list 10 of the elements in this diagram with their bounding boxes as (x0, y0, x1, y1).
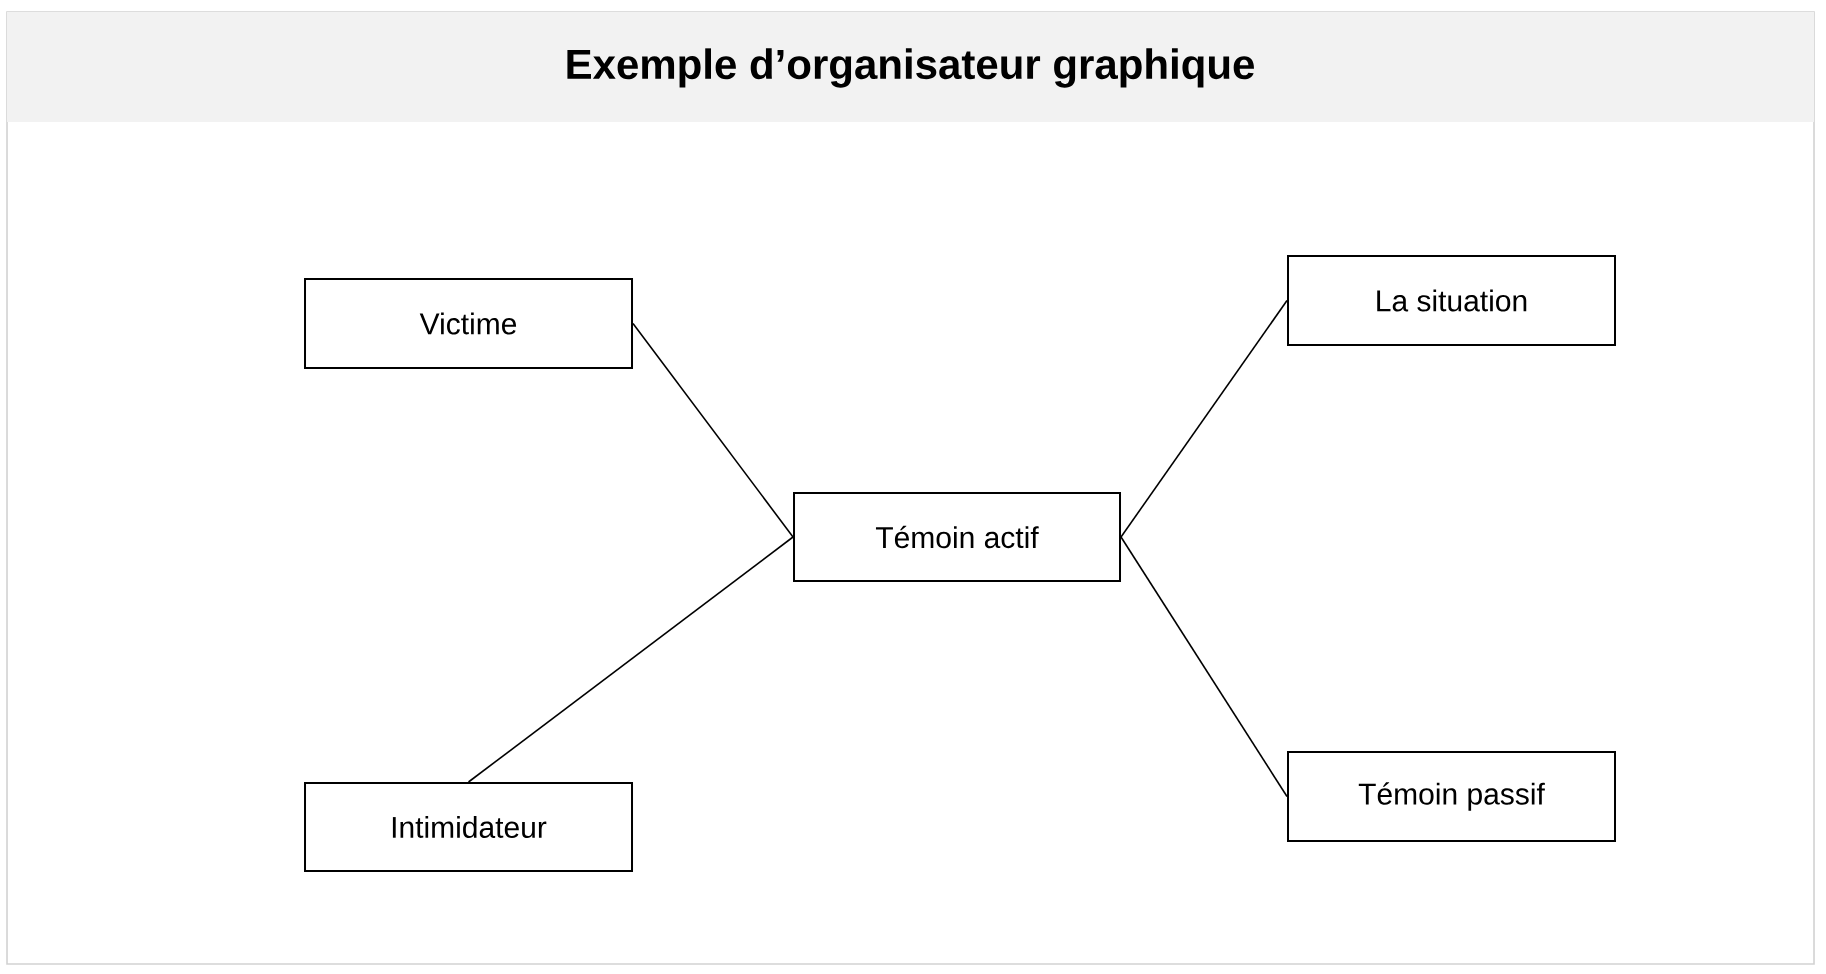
text-box: Victime (304, 278, 633, 369)
text-box: Témoin actif (793, 492, 1121, 582)
text-box: Intimidateur (304, 782, 633, 872)
title-band: Exemple d’organisateur graphique (7, 12, 1814, 122)
text-box: La situation (1287, 255, 1616, 346)
connector-line (1120, 536, 1288, 798)
connector-line (1120, 299, 1288, 538)
text-box: Témoin passif (1287, 751, 1616, 842)
connector-line (467, 536, 794, 783)
connector-line (632, 322, 794, 538)
